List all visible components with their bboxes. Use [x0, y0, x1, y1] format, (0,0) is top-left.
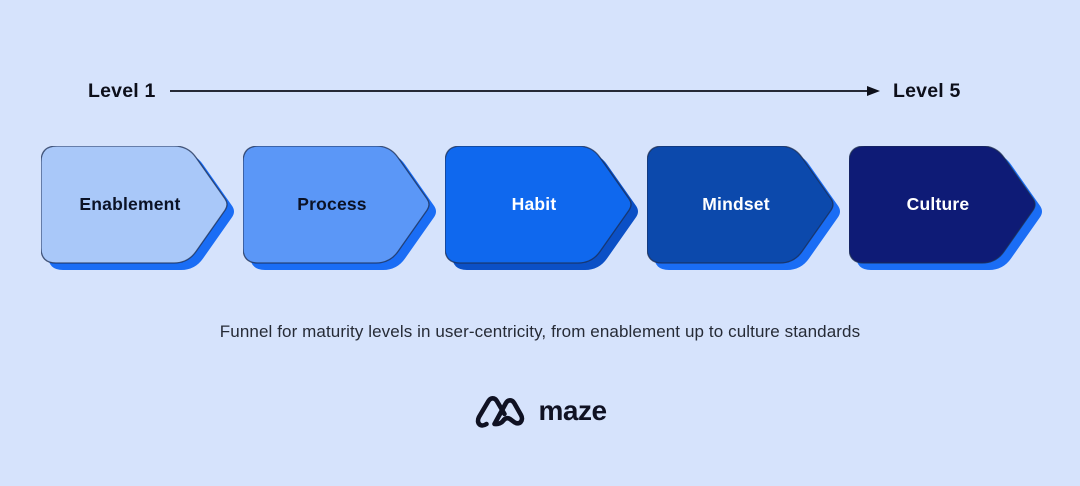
level-end-label: Level 5: [893, 80, 961, 102]
stage-process: Process: [243, 146, 439, 272]
chevron-shape-icon: [849, 146, 1042, 270]
chevron-shape-icon: [647, 146, 840, 270]
level-axis-arrow-icon: [170, 86, 880, 96]
chevron-shape-icon: [445, 146, 638, 270]
chevron-shape-icon: [243, 146, 436, 270]
maze-logo-mark-icon: [475, 396, 525, 428]
stage-mindset: Mindset: [647, 146, 843, 272]
stage-enablement: Enablement: [41, 146, 237, 272]
diagram-caption: Funnel for maturity levels in user-centr…: [219, 322, 861, 341]
stage-culture: Culture: [849, 146, 1045, 272]
stage-habit: Habit: [445, 146, 641, 272]
chevron-shape-icon: [41, 146, 234, 270]
level-start-label: Level 1: [88, 80, 156, 102]
maze-wordmark: maze: [538, 395, 607, 426]
maze-logo: maze: [473, 388, 607, 434]
